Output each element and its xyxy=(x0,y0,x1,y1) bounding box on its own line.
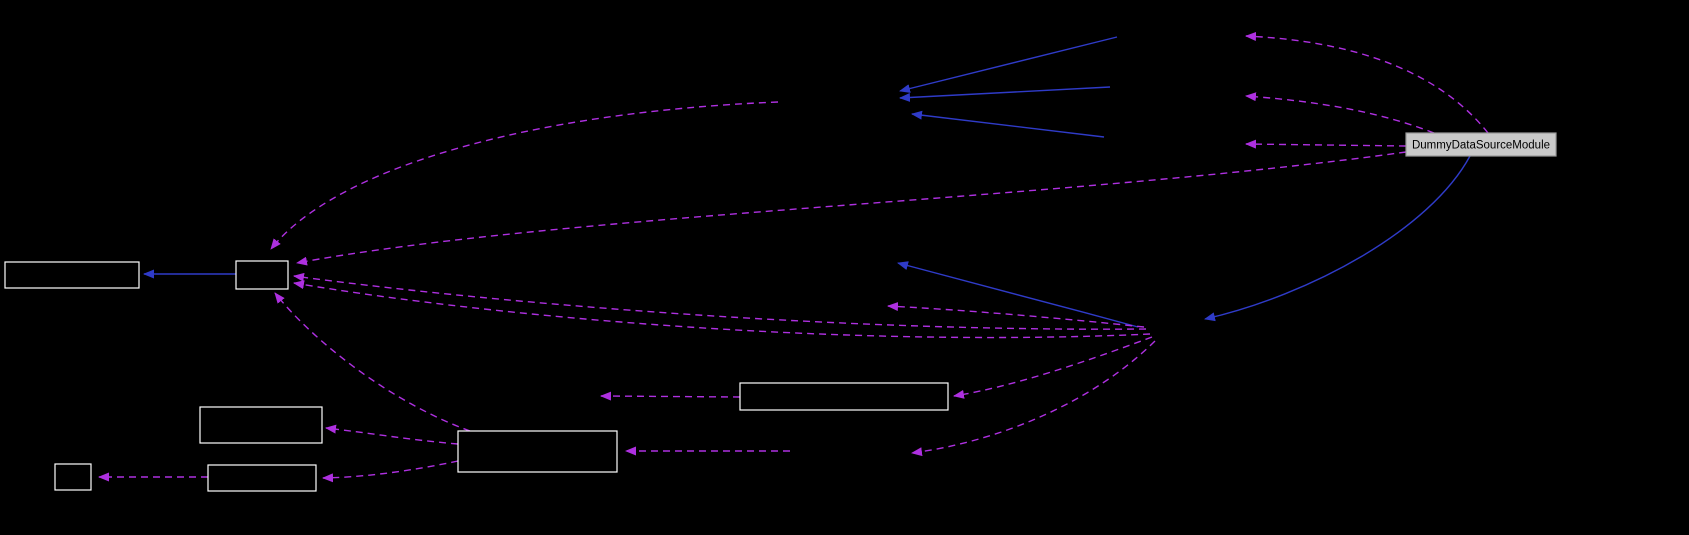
edge-dashed-12 xyxy=(600,391,741,401)
edge-dashed-2 xyxy=(1245,92,1435,134)
node-bottom-center-box[interactable] xyxy=(457,430,618,473)
node-mid-left[interactable] xyxy=(199,406,323,444)
node-bottom-center[interactable] xyxy=(457,430,618,473)
edge-solid-4 xyxy=(1204,155,1471,322)
edge-dashed-8 xyxy=(953,336,1153,399)
node-center-wide-box[interactable] xyxy=(739,382,949,411)
edge-dashed-7 xyxy=(293,280,1151,339)
edge-solid-3 xyxy=(911,110,1105,138)
node-left[interactable] xyxy=(4,261,140,289)
node-bottom-left-box[interactable] xyxy=(207,464,317,492)
edge-dashed-3 xyxy=(1245,139,1407,149)
edge-dashed-6 xyxy=(293,272,1147,330)
node-mid-left-box[interactable] xyxy=(199,406,323,444)
edge-dashed-15 xyxy=(325,424,459,445)
node-center-wide[interactable] xyxy=(739,382,949,411)
nodes-layer: DummyDataSourceModule xyxy=(4,132,1557,492)
edge-dashed-1 xyxy=(1245,31,1489,134)
node-bottom-left[interactable] xyxy=(207,464,317,492)
edge-dashed-14 xyxy=(274,292,471,432)
node-small-center[interactable] xyxy=(235,260,289,290)
edges-layer xyxy=(98,31,1489,483)
node-tiny-bottom[interactable] xyxy=(54,463,92,491)
node-dummy-data-source-module: DummyDataSourceModule xyxy=(1405,132,1557,157)
node-tiny-bottom-box[interactable] xyxy=(54,463,92,491)
edge-dashed-10 xyxy=(887,302,1145,328)
edge-solid-1 xyxy=(899,36,1118,93)
edge-solid-2 xyxy=(899,86,1111,102)
node-dummy-data-source-module-label: DummyDataSourceModule xyxy=(1412,140,1550,152)
edge-solid-5 xyxy=(897,261,1139,328)
node-small-center-box[interactable] xyxy=(235,260,289,290)
node-dummy-data-source-module-box xyxy=(1405,132,1557,157)
node-left-box[interactable] xyxy=(4,261,140,289)
edge-dashed-4 xyxy=(296,151,1407,266)
edge-dashed-13 xyxy=(322,460,459,483)
edge-dashed-9 xyxy=(911,340,1156,457)
edge-dashed-5 xyxy=(270,101,779,250)
